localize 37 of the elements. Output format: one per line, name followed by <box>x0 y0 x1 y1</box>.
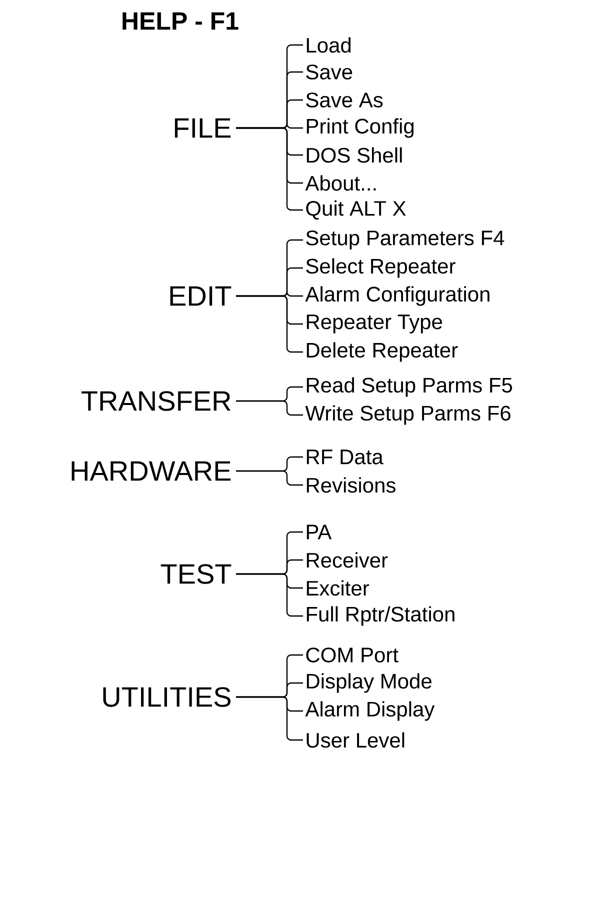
menu-label: TEST <box>160 564 232 584</box>
menu-item-label: Print Config <box>306 118 414 138</box>
tree-connector <box>236 295 303 353</box>
menu-item-label: User Level <box>306 732 404 748</box>
menu-item-label: Repeater Type <box>306 314 442 334</box>
menu-item-label: Quit ALT X <box>306 200 406 220</box>
tree-connector <box>236 400 303 416</box>
menu-item-label: COM Port <box>306 648 398 662</box>
menu-label: UTILITIES <box>103 687 231 707</box>
title: HELP - F1 <box>122 12 238 30</box>
menu-item-label: Exciter <box>306 580 370 596</box>
tree-connector <box>236 696 303 741</box>
menu-label: EDIT <box>170 286 232 306</box>
menu-item-label: Alarm Display <box>305 701 435 721</box>
tree-connector <box>236 127 303 211</box>
menu-item-label: Display Mode <box>306 673 432 693</box>
menu-item-label: Full Rptr/Station <box>306 606 454 626</box>
menu-item-label: Receiver <box>306 552 388 568</box>
menu-label: TRANSFER <box>82 391 230 411</box>
menu-item-label: RF Data <box>306 450 384 464</box>
menu-item-label: Save As <box>306 92 383 108</box>
menu-item-label: Select Repeater <box>306 258 456 278</box>
menu-item-label: Save <box>306 64 352 80</box>
menu-item-label: Setup Parameters F4 <box>306 230 504 250</box>
menu-item-label: Load <box>306 37 351 53</box>
menu-item-label: Alarm Configuration <box>305 286 490 306</box>
menu-item-label: PA <box>306 524 332 540</box>
menu-label: FILE <box>174 118 231 138</box>
menu-item-label: Write Setup Parms F6 <box>305 405 510 425</box>
tree-connector <box>236 470 303 486</box>
tree-connector <box>236 573 303 617</box>
menu-label: HARDWARE <box>72 461 231 481</box>
menu-item-label: Revisions <box>306 477 396 493</box>
menu-item-label: DOS Shell <box>306 147 402 163</box>
menu-item-label: Read Setup Parms F5 <box>306 377 512 397</box>
menu-item-label: About... <box>305 175 376 191</box>
menu-item-label: Delete Repeater <box>306 342 458 362</box>
